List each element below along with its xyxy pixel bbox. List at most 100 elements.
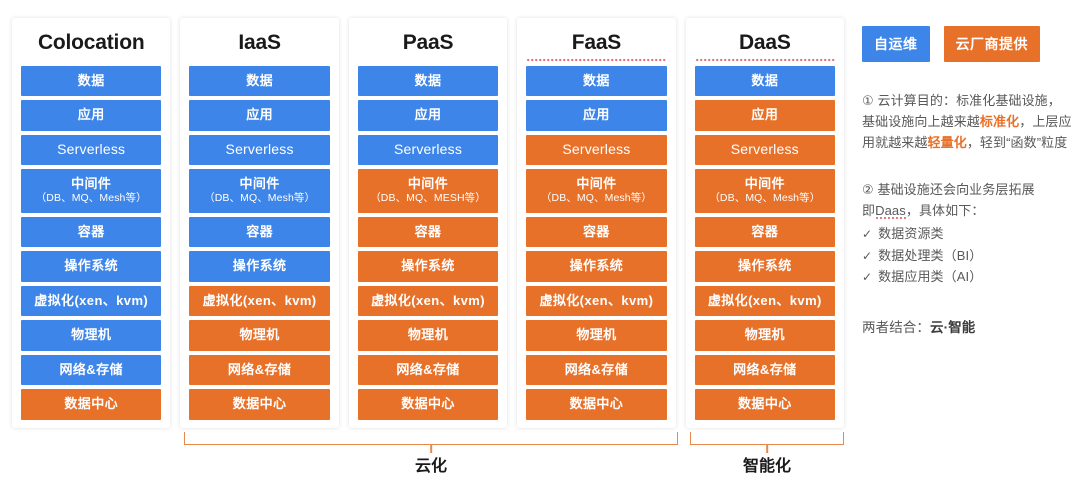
layer-row[interactable]: 容器 xyxy=(694,216,836,248)
layer-row[interactable]: 网络&存储 xyxy=(21,354,162,386)
layer-row[interactable]: 容器 xyxy=(21,216,162,248)
layer-row[interactable]: 中间件（DB、MQ、Mesh等） xyxy=(189,169,330,213)
note-2-marker: ② xyxy=(862,182,874,198)
stack-card: IaaS 数据应用 Serverless 中间件（DB、MQ、Mesh等）容器操作系统… xyxy=(180,18,339,428)
layer-row[interactable]: 应用 xyxy=(21,100,162,131)
layer-row[interactable]: 容器 xyxy=(526,216,667,248)
checklist-item: ✓数据应用类（AI） xyxy=(862,266,1072,287)
legend-chip-self-managed[interactable]: 自运维 xyxy=(862,26,930,62)
layer-sublabel: （DB、MQ、MESH等） xyxy=(370,191,486,204)
layer-row[interactable]: 容器 xyxy=(189,216,330,248)
layer-row[interactable]: 虚拟化(xen、kvm) xyxy=(694,285,836,317)
layer-row[interactable]: 网络&存储 xyxy=(526,354,667,386)
layer-row[interactable]: 操作系统 xyxy=(357,251,499,282)
layer-row[interactable]: 中间件（DB、MQ、Mesh等） xyxy=(694,169,836,213)
layer-row[interactable]: 网络&存储 xyxy=(189,354,330,386)
layer-label: 中间件 xyxy=(71,176,112,192)
layer-row[interactable]: 容器 xyxy=(357,216,499,248)
layer-label: 网络&存储 xyxy=(733,361,797,377)
layer-row[interactable]: 物理机 xyxy=(694,320,836,351)
note-2-line-1-text: 基础设施还会向业务层拓展 xyxy=(873,182,1035,198)
layer-label: 虚拟化(xen、kvm) xyxy=(34,292,149,308)
layer-row[interactable]: 网络&存储 xyxy=(357,354,499,386)
layer-row[interactable]: 应用 xyxy=(694,100,836,131)
layer-row[interactable]: 操作系统 xyxy=(526,251,667,282)
layer-label: 中间件 xyxy=(239,176,280,192)
layer-sublabel: （DB、MQ、Mesh等） xyxy=(35,191,147,204)
bracket-cloudification xyxy=(184,432,678,453)
layer-row[interactable]: 数据中心 xyxy=(189,389,330,420)
layer-row[interactable]: 数据 xyxy=(694,65,836,97)
layer-row[interactable]: 中间件（DB、MQ、MESH等） xyxy=(357,169,499,213)
layer-row[interactable]: 数据 xyxy=(21,65,162,97)
layer-label: 网络&存储 xyxy=(564,361,629,377)
checklist-item-label: 数据处理类（BI） xyxy=(878,247,983,263)
bracket-label-intelligentization: 智能化 xyxy=(742,458,791,475)
layer-row[interactable]: Serverless xyxy=(189,134,330,166)
layer-label: 数据 xyxy=(751,72,779,88)
layer-row[interactable]: 虚拟化(xen、kvm) xyxy=(21,285,162,317)
note-2: ② 基础设施还会向业务层拓展 即Daas，具体如下： ✓数据资源类✓数据处理类（… xyxy=(862,179,1072,287)
layer-label: 应用 xyxy=(77,107,105,123)
layer-label: 数据 xyxy=(246,72,274,88)
layer-row[interactable]: 物理机 xyxy=(21,320,162,351)
layer-row[interactable]: 应用 xyxy=(189,100,330,131)
note-1-marker: ① xyxy=(862,93,874,108)
layer-row[interactable]: Serverless xyxy=(694,134,836,166)
note-1-highlight-2: 轻量化 xyxy=(927,135,967,151)
layer-row[interactable]: 操作系统 xyxy=(694,251,836,282)
layer-label: 数据 xyxy=(583,72,610,88)
bracket-intelligentization xyxy=(690,432,844,453)
layer-row[interactable]: 数据 xyxy=(189,65,330,97)
card-title: FaaS xyxy=(526,24,667,66)
layer-row[interactable]: 数据 xyxy=(526,65,667,97)
layer-label: 数据中心 xyxy=(232,396,287,412)
layer-row[interactable]: 物理机 xyxy=(189,320,330,351)
layer-label: 数据中心 xyxy=(64,396,118,412)
card-title: IaaS xyxy=(238,31,281,54)
layer-row[interactable]: 数据中心 xyxy=(526,389,667,420)
layer-label: Serverless xyxy=(730,141,799,158)
layer-label: 数据中心 xyxy=(401,396,455,412)
card-title: DaaS xyxy=(694,24,836,66)
layer-label: 操作系统 xyxy=(64,258,118,274)
layer-row[interactable]: 应用 xyxy=(526,100,667,131)
layer-row[interactable]: 数据中心 xyxy=(357,389,499,420)
layer-row[interactable]: 中间件（DB、MQ、Mesh等） xyxy=(21,169,162,213)
layer-row[interactable]: 虚拟化(xen、kvm) xyxy=(357,285,499,317)
layer-label: Serverless xyxy=(225,141,294,158)
layer-label: 数据中心 xyxy=(569,396,624,412)
layer-row[interactable]: 数据中心 xyxy=(21,389,162,420)
layer-row[interactable]: 虚拟化(xen、kvm) xyxy=(189,285,330,317)
layer-sublabel: （DB、MQ、Mesh等） xyxy=(709,191,821,204)
layer-row[interactable]: 应用 xyxy=(357,100,499,131)
layer-row[interactable]: 虚拟化(xen、kvm) xyxy=(526,285,667,317)
layer-row[interactable]: 操作系统 xyxy=(21,251,162,282)
layer-row[interactable]: 操作系统 xyxy=(189,251,330,282)
note-2-line-2-suffix: ，具体如下： xyxy=(905,203,985,219)
legend: 自运维 云厂商提供 xyxy=(862,26,1072,62)
layer-row[interactable]: Serverless xyxy=(526,134,667,166)
combine-value: 云·智能 xyxy=(930,319,976,335)
layer-label: 虚拟化(xen、kvm) xyxy=(371,292,485,308)
layer-row[interactable]: 网络&存储 xyxy=(694,354,836,386)
checklist-item: ✓数据处理类（BI） xyxy=(862,245,1072,266)
layer-label: 操作系统 xyxy=(738,258,792,274)
layer-row[interactable]: 数据中心 xyxy=(694,389,836,420)
legend-chip-cloud-provided[interactable]: 云厂商提供 xyxy=(943,26,1040,62)
layer-row[interactable]: 物理机 xyxy=(526,320,667,351)
layer-label: 操作系统 xyxy=(569,258,624,274)
note-1-highlight-1: 标准化 xyxy=(979,114,1020,130)
note-2-line-2-prefix: 即 xyxy=(862,203,876,219)
layer-row[interactable]: 物理机 xyxy=(357,320,499,351)
check-icon: ✓ xyxy=(862,227,873,242)
layer-row[interactable]: Serverless xyxy=(21,134,162,166)
layer-row[interactable]: 数据 xyxy=(357,65,499,97)
layer-row[interactable]: 中间件（DB、MQ、Mesh等） xyxy=(526,169,667,213)
note-2-line-1: ② 基础设施还会向业务层拓展 xyxy=(862,179,1072,200)
layer-row[interactable]: Serverless xyxy=(357,134,499,166)
check-icon: ✓ xyxy=(862,270,873,285)
